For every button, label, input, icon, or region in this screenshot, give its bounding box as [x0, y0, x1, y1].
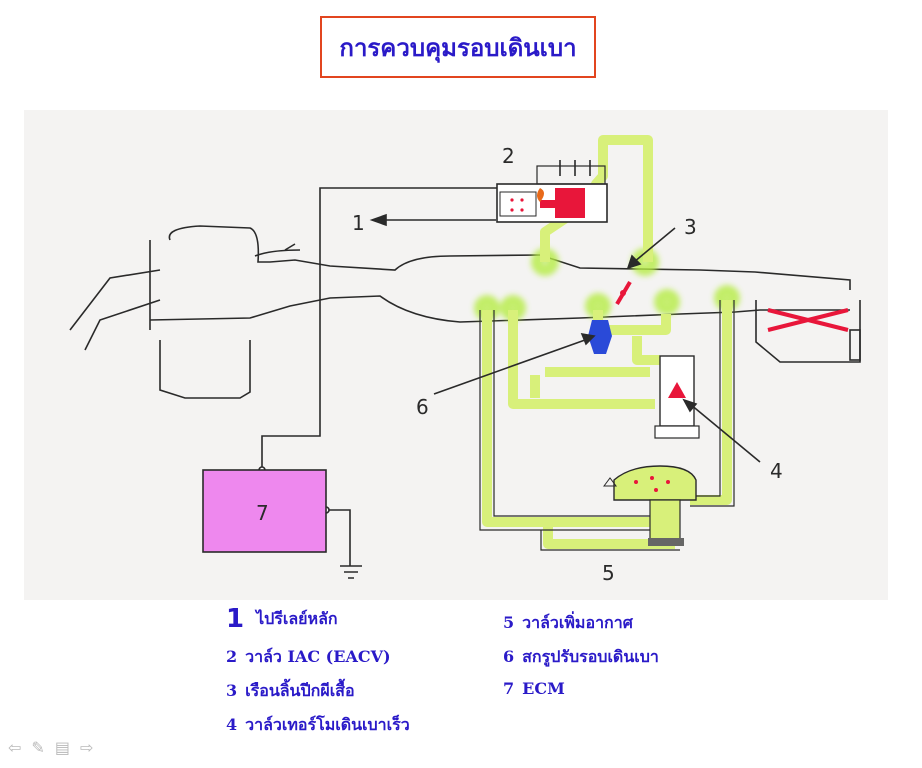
callout-numbers: 1 2 3 4 5 6 7	[256, 144, 783, 585]
legend-item-2: 2 วาล์ว IAC (EACV)	[226, 645, 391, 670]
legend-text-5: วาล์วเพิ่มอากาศ	[522, 613, 633, 632]
legend-num-3: 3	[226, 681, 238, 700]
ecm-box	[202, 469, 327, 553]
slide-navigation: ⇦ ✎ ▤ ⇨	[8, 738, 93, 757]
legend-num-1: 1	[226, 604, 245, 634]
legend-item-3: 3 เรือนลิ้นปีกผีเสื้อ	[226, 679, 355, 704]
legend-text-2: วาล์ว IAC (EACV)	[245, 647, 391, 666]
callout-5: 5	[602, 561, 615, 585]
passage-outlines	[479, 300, 735, 551]
page-title: การควบคุมรอบเดินเบา	[320, 16, 596, 78]
legend-num-5: 5	[503, 613, 515, 632]
callout-arrows	[369, 213, 761, 463]
legend-num-6: 6	[503, 647, 515, 666]
callout-1: 1	[352, 211, 365, 235]
iac-valve	[496, 165, 608, 223]
callout-3: 3	[684, 215, 697, 239]
callout-6: 6	[416, 395, 429, 419]
air-duct	[755, 300, 861, 363]
throttle-blade	[615, 280, 632, 306]
legend-num-7: 7	[503, 679, 515, 698]
legend-text-4: วาล์วเทอร์โมเดินเบาเร็ว	[245, 715, 410, 734]
air-valve	[603, 465, 697, 546]
legend-item-4: 4 วาล์วเทอร์โมเดินเบาเร็ว	[226, 713, 410, 738]
legend-item-6: 6 สกรูปรับรอบเดินเบา	[503, 645, 659, 670]
diagram-background	[24, 110, 888, 600]
thermo-valve	[654, 355, 700, 439]
arrow-left-icon[interactable]: ⇦	[8, 738, 22, 757]
intake-housing	[69, 160, 851, 399]
legend-item-1: 1 ไปรีเลย์หลัก	[226, 604, 338, 634]
pen-icon[interactable]: ✎	[31, 738, 45, 757]
legend-text-1: ไปรีเลย์หลัก	[256, 609, 338, 628]
menu-icon[interactable]: ▤	[54, 738, 70, 757]
legend-num-2: 2	[226, 647, 238, 666]
callout-7: 7	[256, 501, 269, 525]
legend-text-3: เรือนลิ้นปีกผีเสื้อ	[245, 681, 355, 700]
callout-2: 2	[502, 144, 515, 168]
legend-text-6: สกรูปรับรอบเดินเบา	[522, 647, 659, 666]
legend-num-4: 4	[226, 715, 238, 734]
idle-adjust-screw	[588, 320, 612, 354]
legend-text-7: ECM	[522, 679, 565, 698]
air-passages-glow	[474, 248, 740, 321]
callout-4: 4	[770, 459, 783, 483]
arrow-right-icon[interactable]: ⇨	[79, 738, 94, 757]
legend-item-5: 5 วาล์วเพิ่มอากาศ	[503, 611, 633, 636]
legend-item-7: 7 ECM	[503, 679, 565, 698]
